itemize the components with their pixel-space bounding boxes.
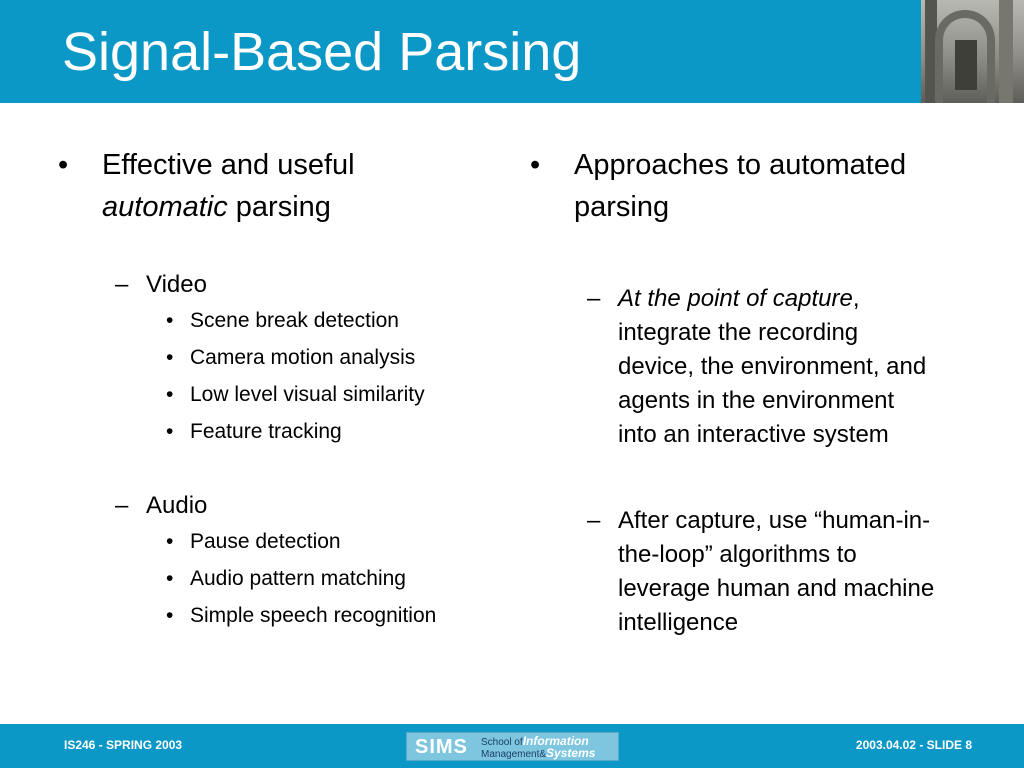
right-column: • Approaches to automated parsing – At t… — [530, 144, 1000, 640]
sub-bullet-audio: – Audio — [115, 489, 508, 523]
title-bar: Signal-Based Parsing — [0, 0, 1024, 103]
footer-bar: IS246 - SPRING 2003 SIMS School ofInform… — [0, 724, 1024, 768]
list-item: •Low level visual similarity — [166, 383, 425, 406]
left-column: • Effective and useful automatic parsing… — [58, 144, 508, 634]
sub-bullet-video: – Video — [115, 268, 508, 302]
list-item: •Pause detection — [166, 530, 341, 553]
course-label: IS246 - SPRING 2003 — [64, 738, 183, 752]
bullet-dot: • — [530, 149, 541, 181]
list-item: •Audio pattern matching — [166, 567, 406, 590]
sub-bullet-point-of-capture: – At the point of capture, integrate the… — [587, 282, 938, 452]
slide-title: Signal-Based Parsing — [62, 22, 582, 82]
bullet-approaches: • Approaches to automated parsing — [530, 144, 1000, 228]
bullet-dot: • — [58, 149, 69, 181]
sims-logo: SIMS School ofInformation Management&Sys… — [406, 732, 619, 761]
sub-bullet-after-capture: – After capture, use “human-in-the-loop”… — [587, 504, 938, 640]
bullet-automatic-parsing: • Effective and useful automatic parsing — [58, 144, 508, 228]
dash-marker: – — [587, 507, 601, 534]
dash-marker: – — [115, 492, 129, 519]
list-item: •Camera motion analysis — [166, 346, 416, 369]
dash-marker: – — [115, 271, 129, 298]
list-item: •Scene break detection — [166, 309, 399, 332]
list-item: •Feature tracking — [166, 420, 342, 443]
list-item: •Simple speech recognition — [166, 604, 437, 627]
dash-marker: – — [587, 285, 601, 312]
building-photo — [921, 0, 1024, 103]
slide-number-label: 2003.04.02 - SLIDE 8 — [855, 738, 972, 752]
